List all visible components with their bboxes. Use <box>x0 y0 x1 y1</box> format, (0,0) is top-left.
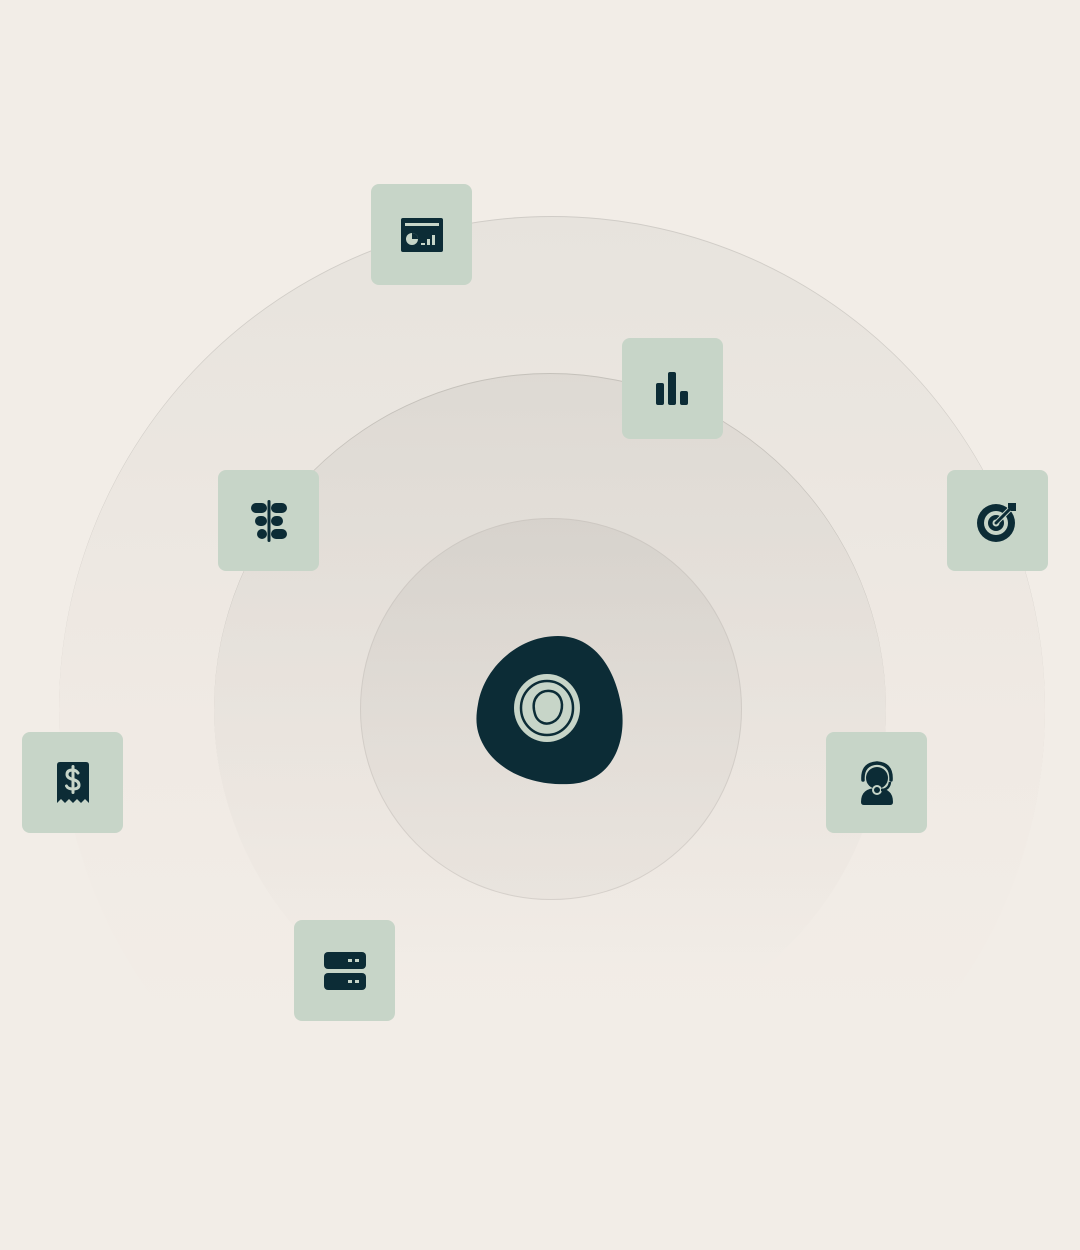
target-tile[interactable] <box>947 470 1048 571</box>
receipt-tile[interactable] <box>22 732 123 833</box>
sliders-icon <box>249 499 289 542</box>
brand-logo-icon <box>466 628 628 790</box>
receipt-dollar-icon <box>55 761 91 805</box>
server-tile[interactable] <box>294 920 395 1021</box>
bar-chart-icon <box>655 371 691 407</box>
server-icon <box>323 951 367 991</box>
dashboard-tile[interactable] <box>371 184 472 285</box>
target-arrow-icon <box>976 499 1020 543</box>
support-tile[interactable] <box>826 732 927 833</box>
sliders-tile[interactable] <box>218 470 319 571</box>
bar-chart-tile[interactable] <box>622 338 723 439</box>
support-headset-icon <box>857 760 897 806</box>
dashboard-report-icon <box>400 217 444 253</box>
